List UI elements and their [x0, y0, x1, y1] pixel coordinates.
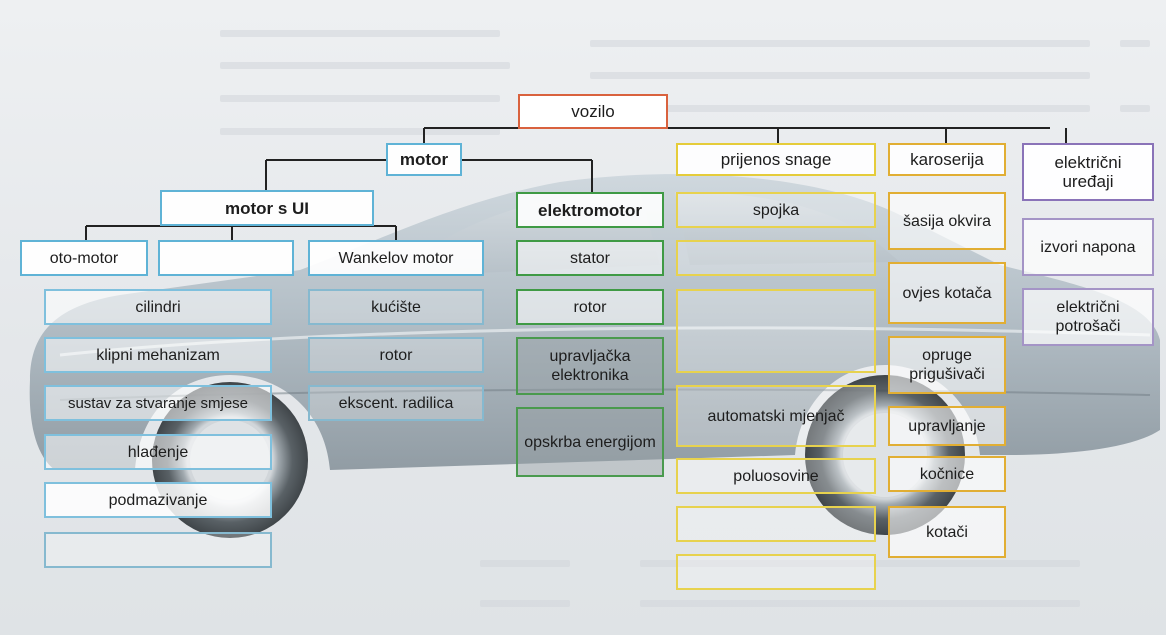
node-motor: motor	[386, 143, 462, 176]
node-prijenos-snage: prijenos snage	[676, 143, 876, 176]
node-cilindri: cilindri	[44, 289, 272, 325]
node-stator: stator	[516, 240, 664, 276]
node-kocnice: kočnice	[888, 456, 1006, 492]
node-upravljacka-elektronika: upravljačka elektronika	[516, 337, 664, 395]
node-kuciste: kućište	[308, 289, 484, 325]
node-upravljanje: upravljanje	[888, 406, 1006, 446]
node-karoserija: karoserija	[888, 143, 1006, 176]
node-elektricni-uredaji: električni uređaji	[1022, 143, 1154, 201]
node-wankel-rotor: rotor	[308, 337, 484, 373]
node-hladenje: hlađenje	[44, 434, 272, 470]
node-transmission-blank-3	[676, 506, 876, 542]
node-opskrba-energijom: opskrba energijom	[516, 407, 664, 477]
node-sasija-okvira: šasija okvira	[888, 192, 1006, 250]
node-oto-blank	[44, 532, 272, 568]
node-izvori-napona: izvori napona	[1022, 218, 1154, 276]
node-motor-s-ui: motor s UI	[160, 190, 374, 226]
node-spojka: spojka	[676, 192, 876, 228]
node-elektricni-potrosaci: električni potrošači	[1022, 288, 1154, 346]
node-opruge-prigusivaci: opruge prigušivači	[888, 336, 1006, 394]
node-elektromotor: elektromotor	[516, 192, 664, 228]
node-ovjes-kotaca: ovjes kotača	[888, 262, 1006, 324]
node-poluosovine: poluosovine	[676, 458, 876, 494]
node-ice-blank	[158, 240, 294, 276]
node-oto-motor: oto-motor	[20, 240, 148, 276]
node-kotaci: kotači	[888, 506, 1006, 558]
node-wankelov-motor: Wankelov motor	[308, 240, 484, 276]
node-klipni-mehanizam: klipni mehanizam	[44, 337, 272, 373]
node-vozilo: vozilo	[518, 94, 668, 129]
node-transmission-blank-4	[676, 554, 876, 590]
node-em-rotor: rotor	[516, 289, 664, 325]
node-transmission-blank-2	[676, 289, 876, 373]
node-sustav-smjese: sustav za stvaranje smjese	[44, 385, 272, 421]
node-automatski-mjenjac: automatski mjenjač	[676, 385, 876, 447]
node-ekscent-radilica: ekscent. radilica	[308, 385, 484, 421]
node-podmazivanje: podmazivanje	[44, 482, 272, 518]
node-transmission-blank-1	[676, 240, 876, 276]
